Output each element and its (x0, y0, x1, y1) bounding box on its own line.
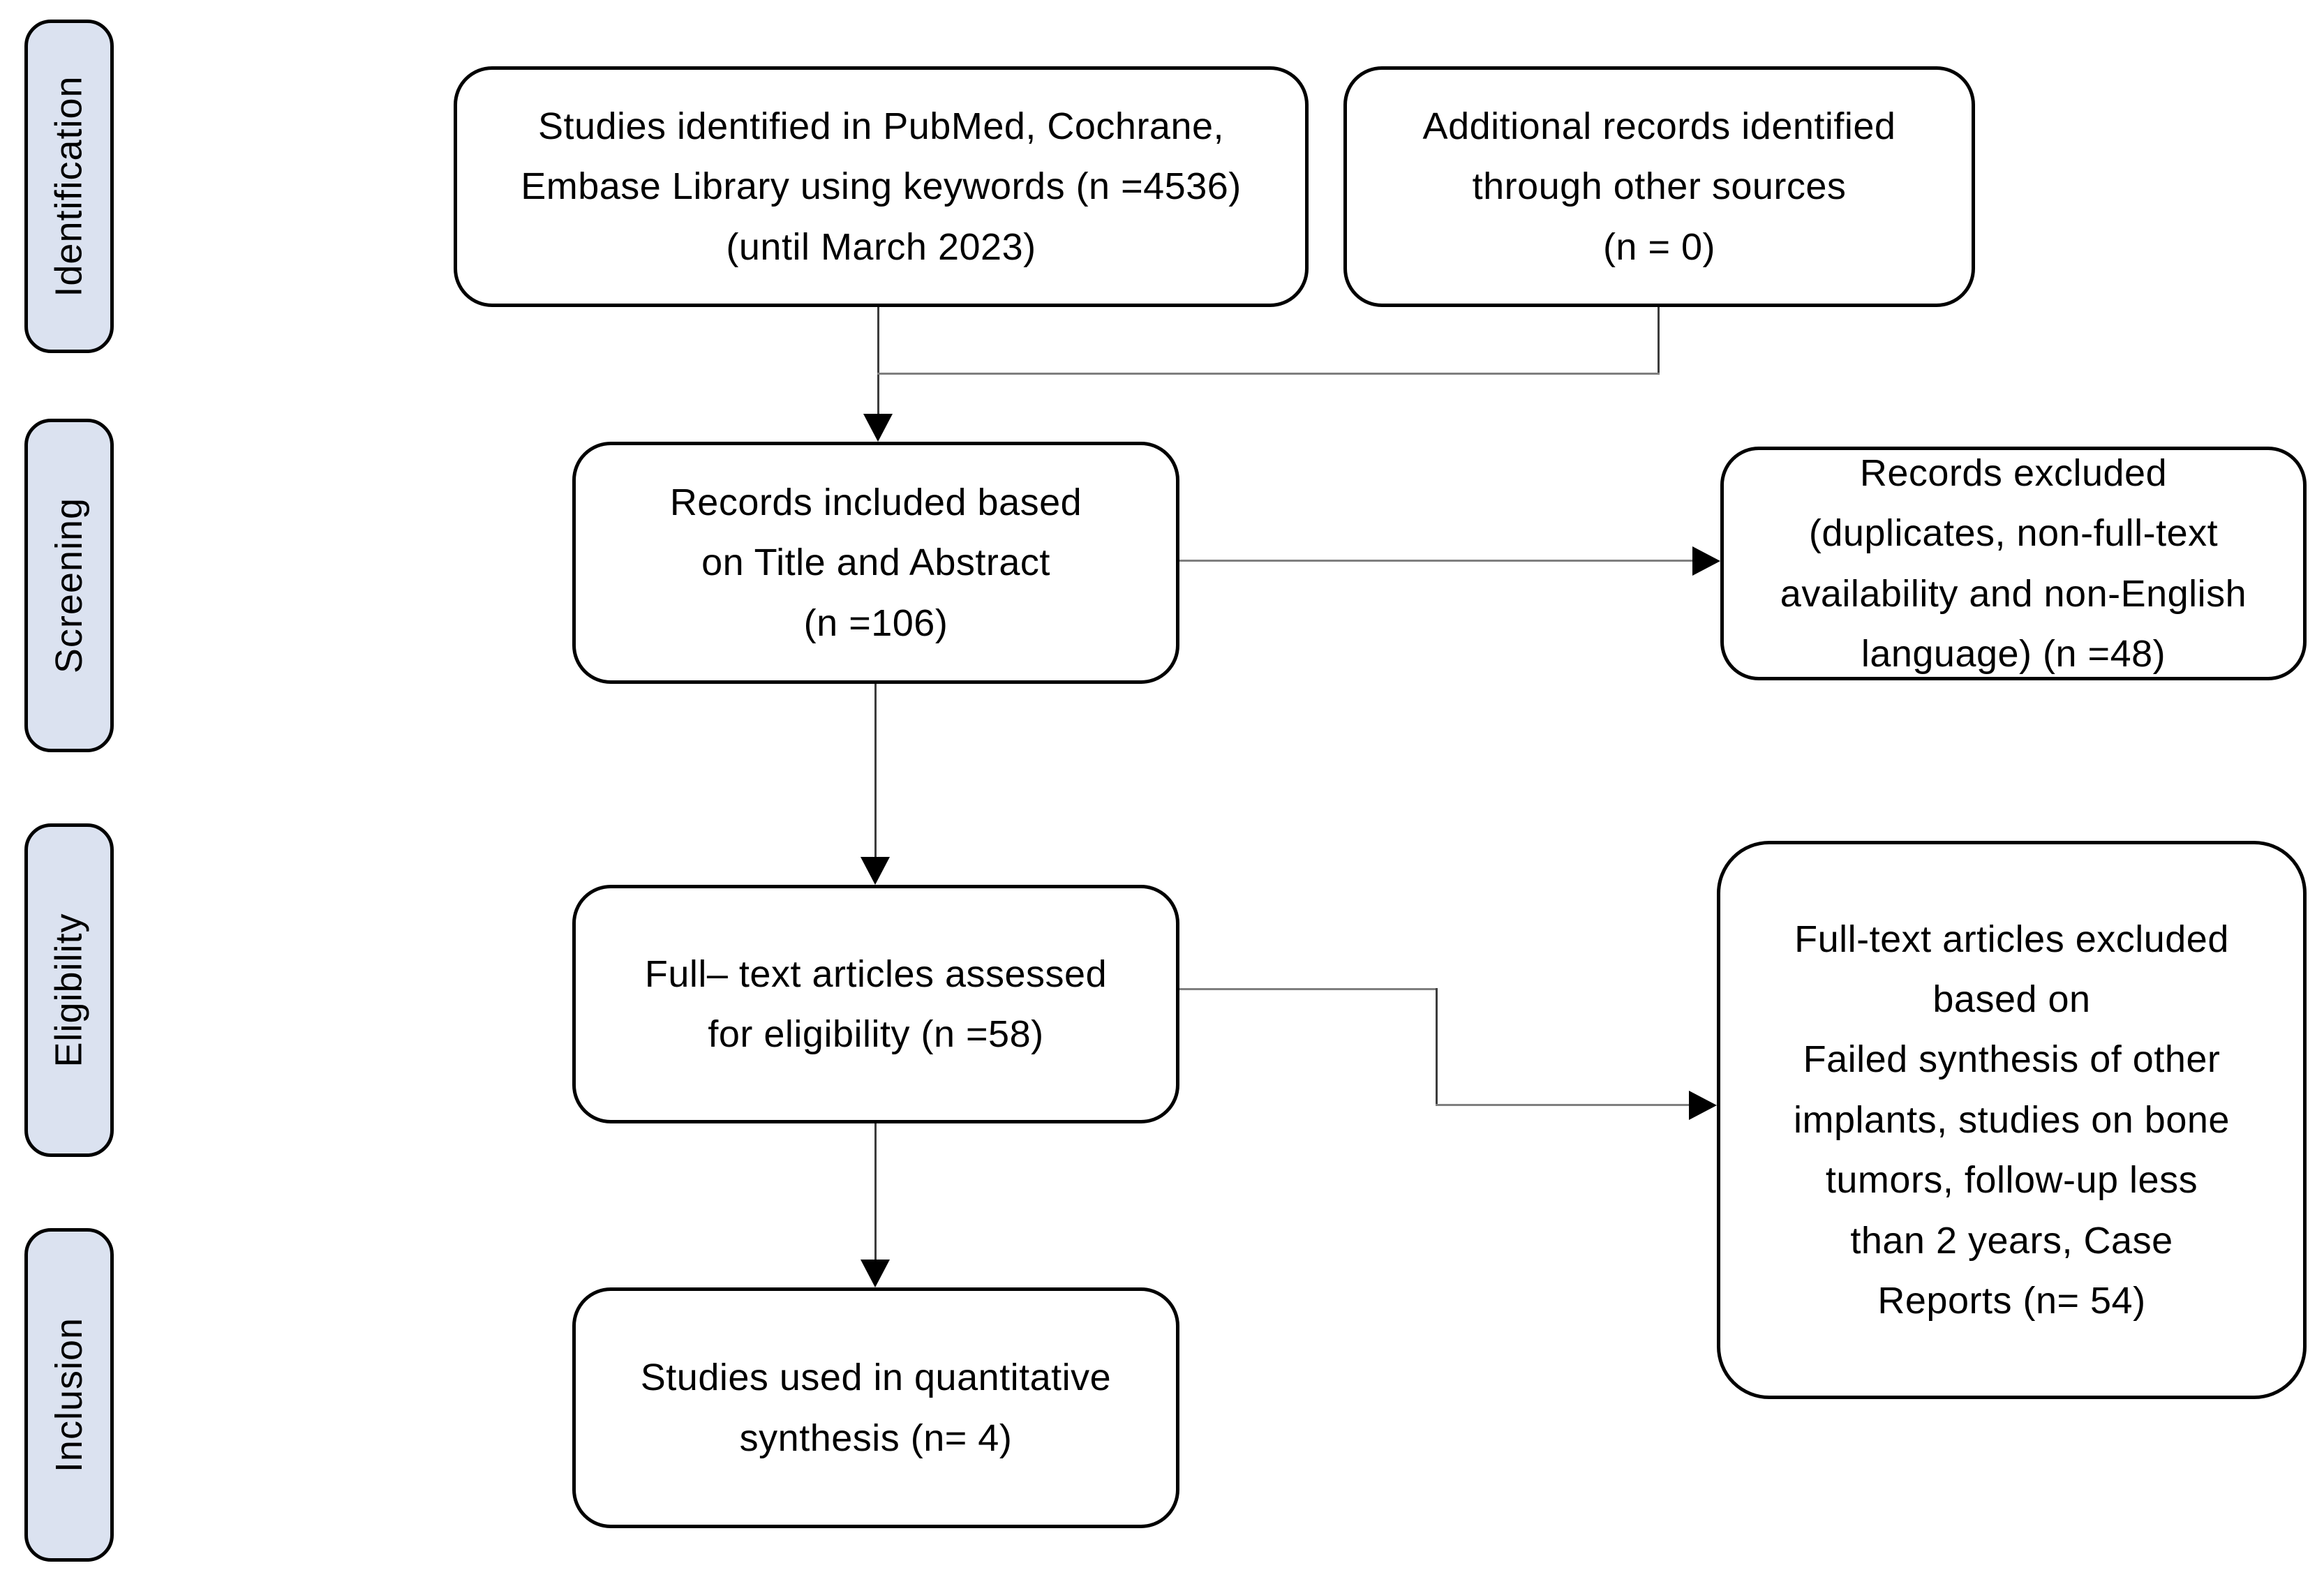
arrowhead-down-to-eligibility-icon (861, 857, 890, 885)
connector-eligibility-elbow-vertical-line (1436, 988, 1438, 1106)
node-text-records-included-screening: Records included based on Title and Abst… (669, 481, 1082, 644)
node-fulltext-assessed: Full– text articles assessed for eligibi… (572, 885, 1179, 1123)
node-studies-included: Studies used in quantitative synthesis (… (572, 1287, 1179, 1528)
arrowhead-right-to-fulltext-excluded-icon (1689, 1091, 1717, 1120)
stage-label-eligibility: Eligibility (48, 913, 91, 1068)
node-fulltext-excluded: Full-text articles excluded based on Fai… (1717, 841, 2307, 1399)
node-records-excluded: Records excluded (duplicates, non-full-t… (1720, 447, 2307, 680)
connector-screening-to-excluded-line (1179, 560, 1692, 562)
connector-identified-down-line (877, 307, 879, 416)
node-studies-identified: Studies identified in PubMed, Cochrane, … (454, 66, 1309, 307)
node-text-fulltext-assessed: Full– text articles assessed for eligibi… (644, 952, 1108, 1055)
stage-eligibility: Eligibility (24, 823, 114, 1157)
stage-screening: Screening (24, 419, 114, 752)
connector-merge-line (877, 373, 1660, 375)
node-text-records-excluded: Records excluded (duplicates, non-full-t… (1780, 451, 2247, 675)
stage-identification: Identification (24, 20, 114, 353)
stage-label-inclusion: Inclusion (48, 1317, 91, 1473)
arrowhead-down-to-inclusion-icon (861, 1260, 890, 1287)
connector-eligibility-down-line (874, 1123, 877, 1260)
stage-label-screening: Screening (48, 497, 91, 674)
node-text-studies-included: Studies used in quantitative synthesis (… (640, 1357, 1112, 1459)
connector-screening-down-line (874, 684, 877, 857)
stage-inclusion: Inclusion (24, 1228, 114, 1562)
node-text-additional-records: Additional records identified through ot… (1422, 105, 1896, 268)
arrowhead-down-to-screening-icon (863, 414, 893, 442)
node-records-included-screening: Records included based on Title and Abst… (572, 442, 1179, 684)
arrowhead-right-to-records-excluded-icon (1692, 546, 1720, 576)
node-additional-records: Additional records identified through ot… (1343, 66, 1975, 307)
connector-additional-down-line (1658, 307, 1660, 375)
stage-label-identification: Identification (48, 75, 91, 297)
connector-eligibility-elbow-bottom-line (1436, 1104, 1689, 1106)
connector-eligibility-elbow-top-line (1179, 988, 1438, 990)
node-text-studies-identified: Studies identified in PubMed, Cochrane, … (521, 105, 1242, 268)
node-text-fulltext-excluded: Full-text articles excluded based on Fai… (1794, 918, 2230, 1322)
